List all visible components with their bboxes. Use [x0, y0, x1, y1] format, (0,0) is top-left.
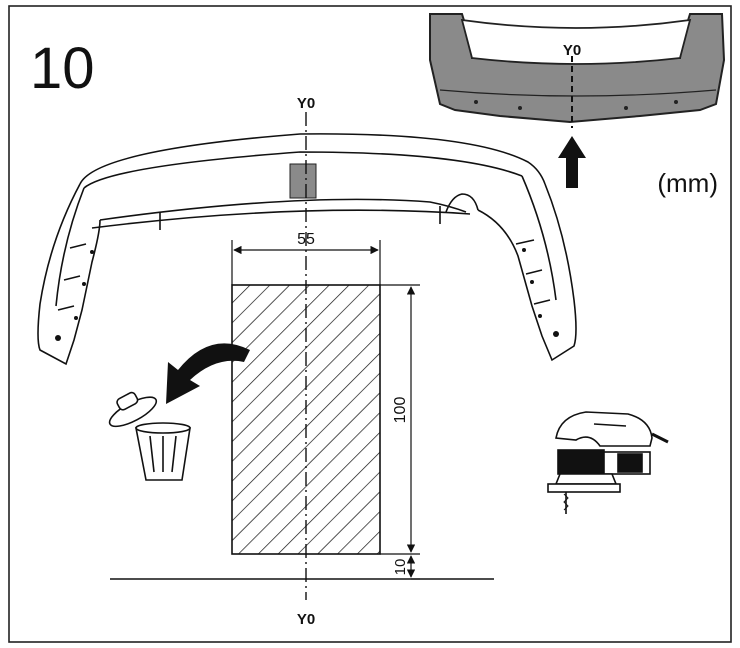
offset-dimension: [406, 555, 420, 580]
width-dimension: [231, 240, 381, 285]
trash-bin-icon: [108, 391, 191, 481]
offset-dimension-label: 10: [392, 559, 409, 576]
height-dimension: [380, 284, 420, 555]
cut-out-area: [231, 284, 381, 555]
step-number: 10: [30, 36, 95, 101]
axis-label-bottom: Y0: [297, 611, 315, 628]
cut-position-marker: [289, 163, 317, 199]
width-dimension-label: 55: [297, 231, 315, 248]
inset-axis-label: Y0: [563, 42, 581, 59]
inset-bumper-illustration: Y0: [429, 13, 726, 188]
arrow-up-icon: [558, 136, 586, 188]
bumper-outline: [37, 133, 577, 366]
axis-label-top: Y0: [297, 95, 315, 112]
discard-arrow-icon: [166, 343, 250, 404]
unit-label: (mm): [657, 168, 718, 198]
height-dimension-label: 100: [392, 397, 409, 424]
jigsaw-icon: [547, 411, 669, 514]
